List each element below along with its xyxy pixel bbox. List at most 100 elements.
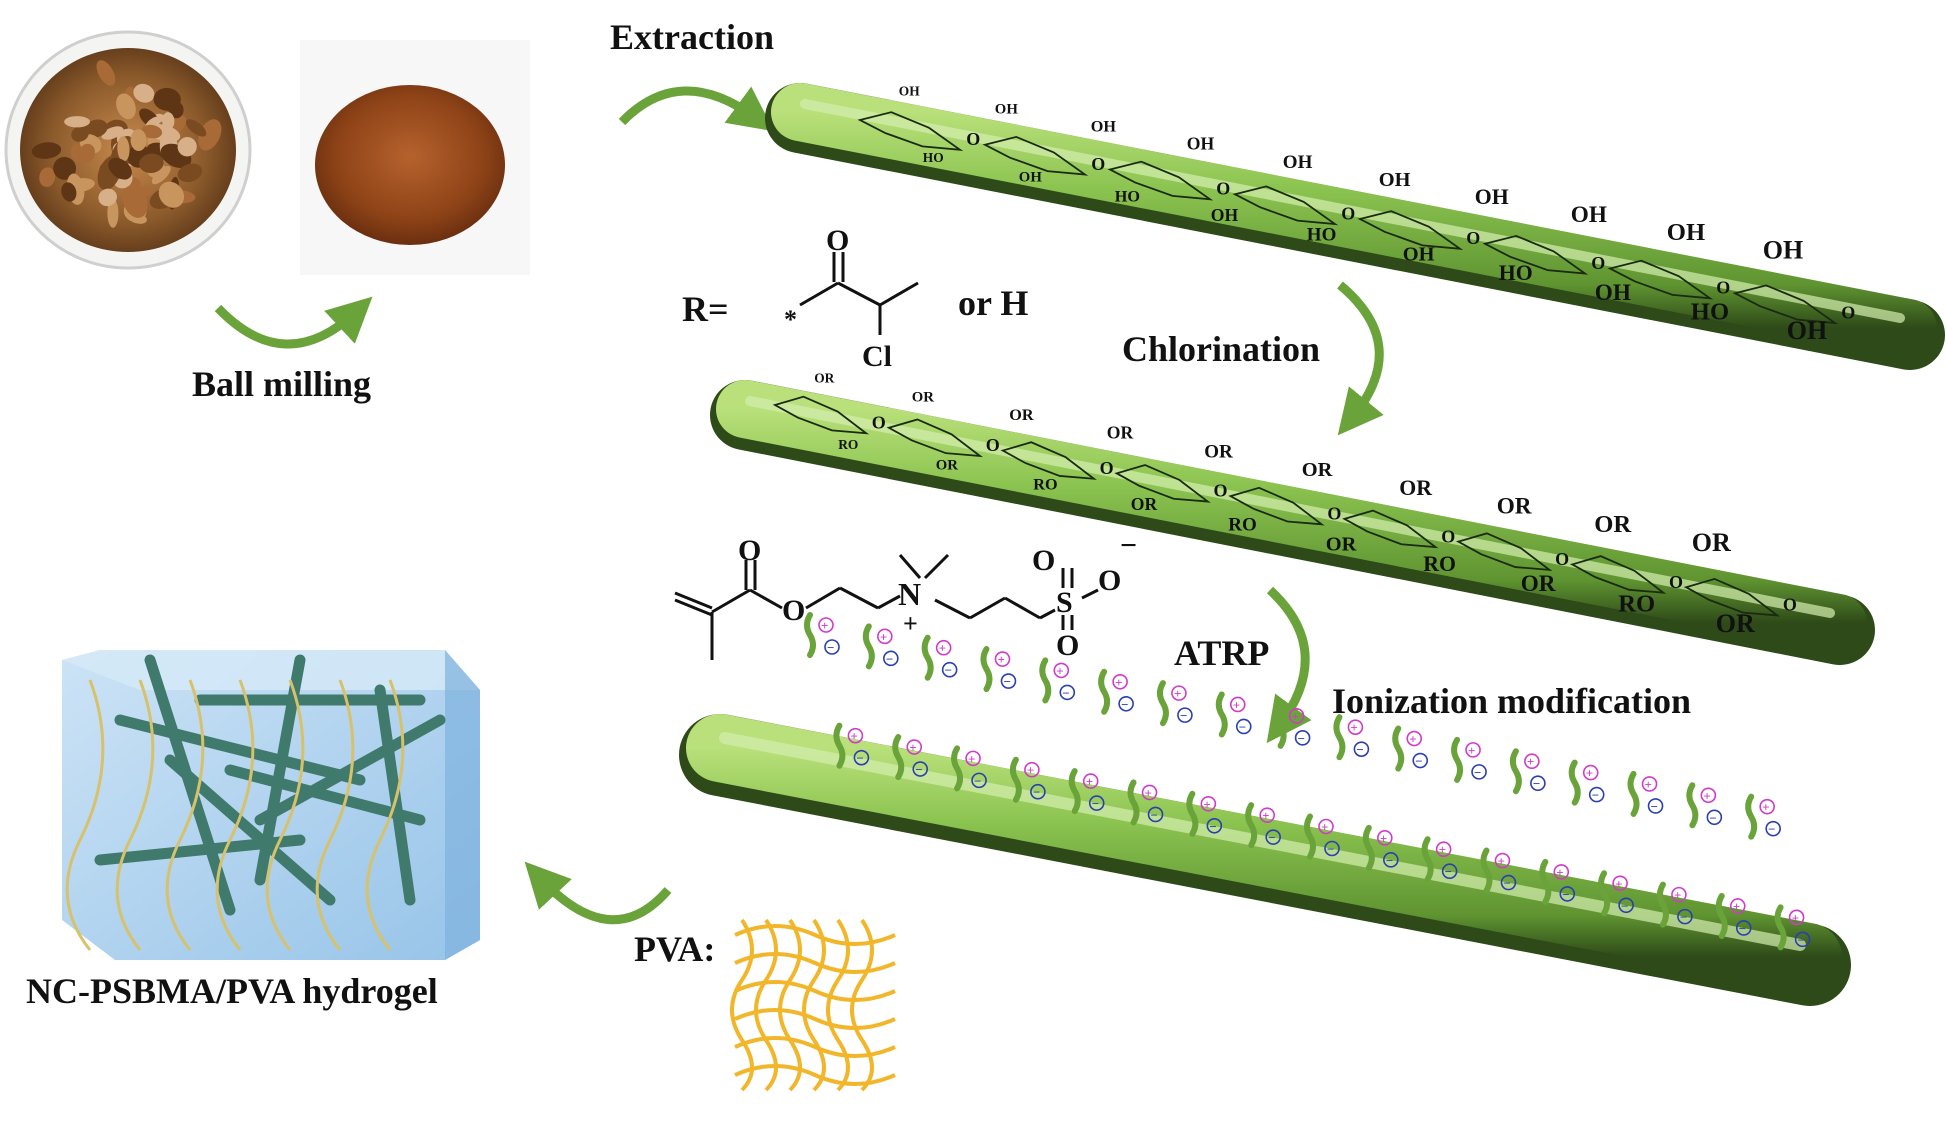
pva-strand	[802, 918, 826, 1092]
r-group-cl: Cl	[862, 340, 892, 373]
monomer-s: S	[1056, 586, 1073, 619]
negative-charge-sign: −	[886, 651, 893, 666]
positive-charge	[1524, 753, 1540, 770]
positive-charge-sign: +	[1439, 842, 1446, 857]
nut-shell-piece	[130, 129, 147, 152]
functional-group-label: OR	[1107, 423, 1134, 443]
polymer-brush	[1098, 668, 1111, 715]
positive-charge	[1671, 886, 1687, 903]
positive-charge	[1759, 798, 1775, 815]
positive-charge-sign: +	[1292, 709, 1299, 724]
functional-group-label: OR	[814, 371, 834, 386]
pva-chain	[65, 679, 105, 951]
positive-charge-sign: +	[1556, 865, 1563, 880]
positive-charge-sign: +	[939, 641, 946, 656]
polymer-brush	[1509, 748, 1522, 795]
ring-oxygen: O	[872, 412, 886, 432]
functional-group-label: OR	[1302, 459, 1333, 481]
ring-oxygen: O	[1716, 278, 1730, 298]
negative-charge	[1706, 809, 1723, 826]
positive-charge-sign: +	[1262, 808, 1269, 823]
negative-charge-sign: −	[1798, 932, 1805, 947]
positive-charge	[1318, 818, 1334, 835]
ring-oxygen: O	[1213, 481, 1227, 501]
positive-charge-sign: +	[1586, 766, 1593, 781]
positive-charge	[1788, 909, 1805, 926]
nut-shell-piece	[61, 182, 77, 202]
negative-charge	[971, 772, 987, 789]
negative-charge-sign: −	[1768, 822, 1775, 837]
polymer-brush	[1333, 714, 1346, 761]
positive-charge	[818, 617, 834, 633]
polymer-brush	[1480, 847, 1493, 894]
functional-group-label: OH	[1667, 219, 1705, 246]
atrp-arrow	[1266, 586, 1312, 744]
ring-oxygen: O	[1466, 228, 1480, 248]
functional-group-label: HO	[1307, 225, 1337, 246]
negative-charge-sign: −	[1092, 796, 1099, 811]
chlorination-arrow	[1337, 281, 1384, 436]
nanocellulose-fiber	[254, 654, 306, 886]
pva-strand	[734, 924, 896, 946]
glucose-ring	[1683, 577, 1781, 617]
polymer-brush	[951, 745, 964, 792]
glucose-ring	[1732, 284, 1839, 325]
positive-charge	[1582, 764, 1599, 781]
negative-charge	[1294, 730, 1311, 746]
pva-chain	[365, 679, 405, 951]
positive-charge-sign: +	[880, 629, 887, 644]
negative-charge-sign: −	[1651, 799, 1658, 814]
positive-charge-sign: +	[909, 740, 916, 755]
positive-charge	[935, 639, 952, 656]
polymer-brush	[833, 722, 846, 769]
functional-group-label: RO	[1033, 476, 1057, 494]
negative-charge	[1000, 673, 1017, 689]
pva-strand	[850, 918, 874, 1092]
positive-charge-sign: +	[1233, 697, 1240, 712]
glucose-ring	[1342, 509, 1439, 549]
pva-strand	[734, 1036, 896, 1058]
functional-group-label: RO	[1228, 514, 1257, 535]
negative-charge-sign: −	[1621, 898, 1628, 913]
nanocellulose-fiber	[224, 764, 426, 826]
positive-charge	[1700, 787, 1717, 804]
pva-strand	[734, 1008, 896, 1030]
positive-charge	[1347, 719, 1364, 735]
negative-charge-sign: −	[1474, 765, 1481, 780]
negative-charge	[1383, 852, 1399, 868]
polymer-brush	[1215, 691, 1228, 738]
ball-milling-label: Ball milling	[192, 364, 372, 404]
or-h-label: or H	[958, 283, 1029, 323]
positive-charge-sign: +	[1527, 754, 1534, 769]
negative-charge	[1118, 695, 1134, 712]
glucose-ring	[982, 135, 1089, 176]
r-group-o: O	[826, 224, 849, 257]
ring-oxygen: O	[1441, 526, 1455, 546]
polymer-brush	[1627, 770, 1640, 817]
extraction-arrow	[618, 86, 775, 132]
polymer-brush	[1245, 802, 1258, 849]
negative-charge	[1530, 775, 1546, 792]
polymer-brush	[1421, 836, 1434, 883]
positive-charge	[1171, 685, 1187, 701]
pva-strand	[730, 918, 754, 1092]
nanocellulose-fiber	[114, 714, 366, 786]
polymer-brush	[1774, 904, 1787, 951]
nut-shell-piece	[117, 136, 130, 162]
pva-arrow	[524, 861, 672, 925]
monomer-os1: O	[1032, 544, 1055, 577]
negative-charge-sign: −	[1003, 674, 1010, 689]
functional-group-label: HO	[1691, 299, 1729, 326]
nut-shell-piece	[198, 119, 222, 151]
functional-group-label: OH	[1379, 169, 1411, 191]
pva-strand	[778, 918, 802, 1092]
negative-charge	[1324, 840, 1340, 857]
nut-shell-piece	[116, 93, 136, 120]
polymer-brush	[1156, 680, 1169, 727]
pva-chain	[115, 679, 155, 951]
positive-charge	[1406, 730, 1423, 747]
pva-chain	[265, 679, 305, 951]
positive-charge	[1082, 773, 1099, 789]
